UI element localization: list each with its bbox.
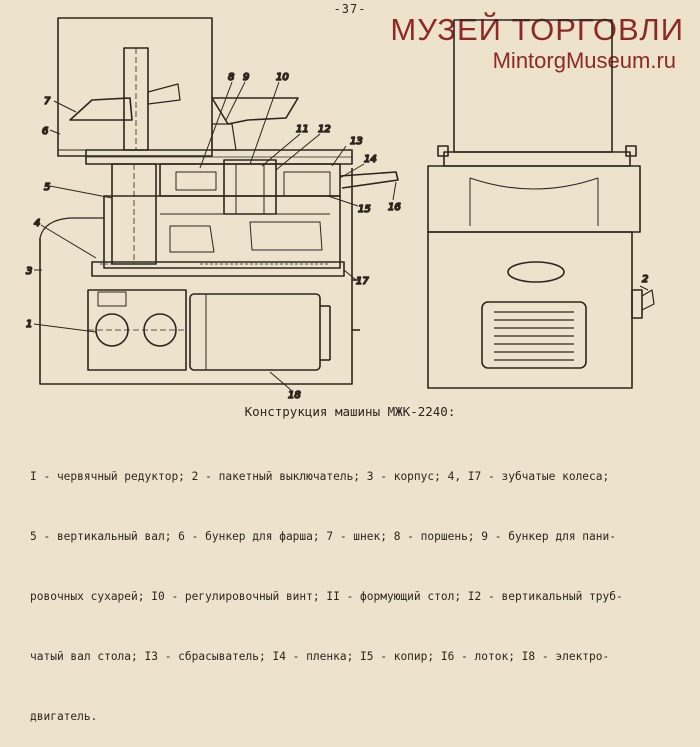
callout-10: 10: [276, 72, 289, 83]
callout-8: 8: [228, 72, 234, 83]
legend-line: I - червячный редуктор; 2 - пакетный вык…: [30, 470, 610, 483]
front-view: [427, 19, 655, 389]
callouts: 7 6 8 9 10 11 12 13 14 16 15 5 4 3 17 1 …: [25, 71, 649, 400]
callout-2: 2: [642, 274, 648, 285]
vent-grille: [481, 301, 587, 369]
callout-15: 15: [358, 204, 371, 215]
callout-18: 18: [288, 390, 301, 400]
legend: I - червячный редуктор; 2 - пакетный вык…: [30, 427, 670, 747]
front-lid: [443, 151, 631, 167]
callout-16: 16: [388, 202, 401, 213]
diagram-caption: Конструкция машины МЖК-2240:: [244, 404, 456, 419]
callout-9: 9: [243, 72, 249, 83]
front-hopper: [453, 19, 613, 153]
callout-6: 6: [42, 126, 48, 137]
callout-4: 4: [34, 218, 40, 229]
mince-hopper: [57, 17, 213, 157]
watermark-title: МУЗЕЙ ТОРГОВЛИ: [390, 12, 684, 47]
legend-line: двигатель.: [30, 710, 98, 723]
callout-14: 14: [364, 154, 377, 165]
callout-5: 5: [44, 182, 50, 193]
callout-1: 1: [26, 319, 32, 330]
watermark-url: MintorgMuseum.ru: [492, 48, 676, 73]
callout-12: 12: [318, 124, 331, 135]
legend-line: ровочных сухарей; I0 - регулировочный ви…: [30, 590, 623, 603]
legend-line: чатый вал стола; I3 - сбрасыватель; I4 -…: [30, 650, 610, 663]
housing: [39, 168, 353, 385]
callout-13: 13: [350, 136, 363, 147]
tray: [339, 171, 399, 189]
gear-plate: [91, 261, 345, 277]
crumb-hopper: [211, 97, 299, 125]
electric-motor: [189, 293, 321, 371]
nameplate: [507, 261, 565, 283]
callout-3: 3: [26, 266, 32, 277]
callout-17: 17: [356, 276, 369, 287]
front-upper-body: [427, 165, 641, 233]
callout-7: 7: [44, 96, 51, 107]
legend-line: 5 - вертикальный вал; 6 - бункер для фар…: [30, 530, 616, 543]
machine-drawing: 7 6 8 9 10 11 12 13 14 16 15 5 4 3 17 1 …: [25, 17, 655, 400]
section-view: [33, 17, 399, 391]
page-number: -37-: [333, 2, 367, 16]
forming-table: [159, 163, 341, 197]
packet-switch: [631, 289, 643, 319]
front-cabinet: [427, 231, 633, 389]
callout-11: 11: [296, 124, 309, 135]
auger-blade: [69, 97, 133, 121]
